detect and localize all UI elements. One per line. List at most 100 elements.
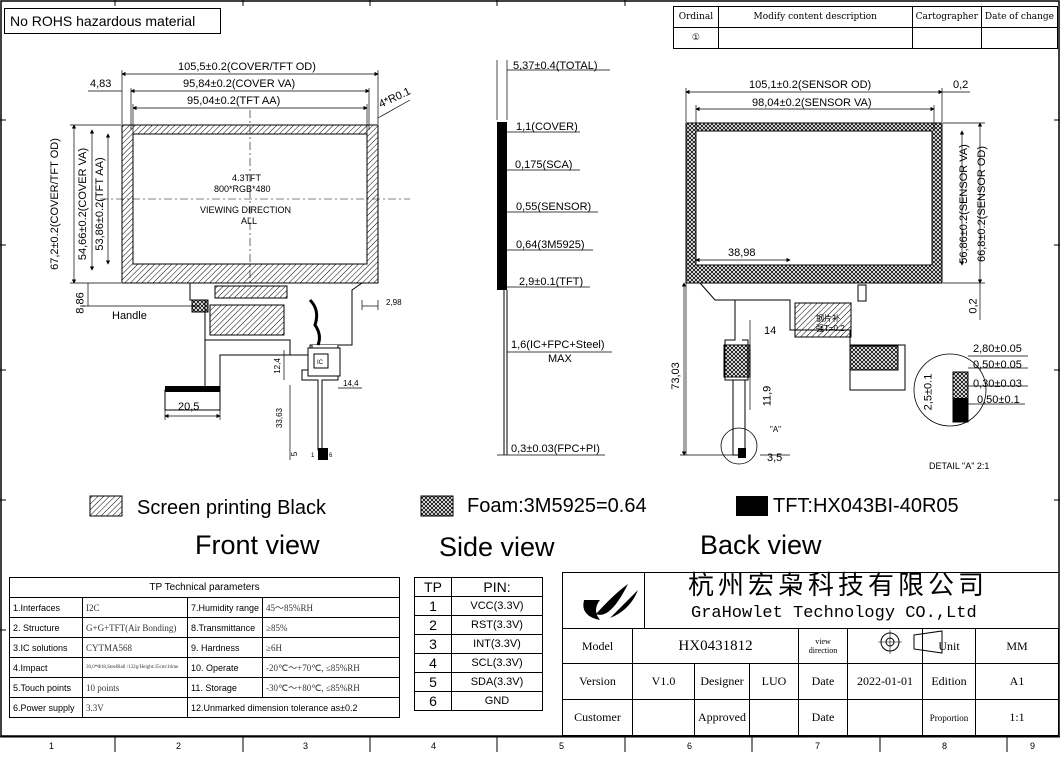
front-vdim-cover-va: 54,66±0.2(COVER VA) [77, 147, 89, 261]
side-tft: 2,9±0.1(TFT) [519, 276, 584, 288]
unit-value: MM [975, 628, 1059, 664]
front-dim-left: 4,83 [90, 78, 112, 90]
back-dim-7303: 73,03 [669, 362, 682, 390]
legend-foam: Foam:3M5925=0.64 [467, 495, 647, 517]
front-view-drawing [70, 70, 411, 460]
designer-label: Designer [694, 663, 750, 700]
detail-050b: 0,50±0.1 [977, 394, 1020, 406]
revision-table: Ordinal Modify content description Carto… [673, 6, 1059, 49]
view-dir-l1: view [815, 637, 831, 646]
projection-cell [847, 628, 923, 664]
back-sensor-od: 105,1±0.2(SENSOR OD) [749, 79, 872, 91]
back-dim-02b: 0,2 [967, 298, 980, 314]
pin-head-tp: TP [414, 577, 452, 597]
rev-modify [717, 27, 913, 49]
side-foam: 0,64(3M5925) [516, 239, 585, 251]
legend-foam-swatch [420, 495, 454, 517]
front-vdim-tft-aa: 53,86±0.2(TFT AA) [94, 157, 106, 251]
front-pin1: 1 [311, 453, 315, 459]
side-sca: 0,175(SCA) [515, 159, 573, 171]
detail-050a: 0,50±0.05 [973, 359, 1022, 371]
front-dim-tft-aa: 95,04±0.2(TFT AA) [187, 95, 281, 107]
rohs-notice: No ROHS hazardous material [10, 13, 196, 29]
tp-parameters-table: TP Technical parameters 1.Interfaces I2C… [9, 577, 400, 718]
unit-label: Unit [922, 628, 976, 664]
back-vdim-va: 56,86±0.2(SENSOR VA) [958, 144, 970, 264]
front-pin6: 6 [329, 453, 333, 459]
rev-cartographer [911, 27, 982, 49]
side-ic-line2: MAX [548, 353, 572, 365]
front-dim-124: 12,4 [272, 358, 282, 374]
back-steel-line2: 强T=0.2 [816, 324, 845, 333]
grid-number: 5 [559, 741, 565, 751]
model-value: HX0431812 [632, 628, 799, 664]
front-dim-cover-va: 95,84±0.2(COVER VA) [183, 78, 296, 90]
grid-number: 8 [942, 741, 948, 751]
front-dim-5: 5 [290, 451, 300, 457]
detail-label: DETAIL "A" 2:1 [929, 461, 990, 471]
legend-tft-swatch [736, 496, 768, 516]
front-center-line2: 800*RGB*480 [214, 184, 271, 194]
date2-value [847, 699, 923, 736]
back-vdim-od: 66,8±0.2(SENSOR OD) [976, 145, 988, 263]
front-dim-3363: 33,63 [275, 407, 285, 429]
back-dim-119: 11,9 [761, 385, 774, 407]
front-center-line3: VIEWING DIRECTION [200, 205, 292, 215]
legend-screen-printing: Screen printing Black [137, 497, 326, 519]
params-row: 2. Structure G+G+TFT(Air Bonding) 8.Tran… [9, 617, 400, 638]
side-fpc: 0,3±0.03(FPC+PI) [511, 443, 600, 455]
approved-value [749, 699, 799, 736]
rev-date [980, 27, 1059, 49]
date-value: 2022-01-01 [847, 663, 923, 700]
side-sensor: 0,55(SENSOR) [516, 201, 592, 213]
edition-label: Edition [922, 663, 976, 700]
front-dim-cover-od: 105,5±0.2(COVER/TFT OD) [178, 61, 316, 73]
grid-number: 3 [303, 741, 309, 751]
params-row: 6.Power supply 3.3V 12.Unmarked dimensio… [9, 697, 400, 718]
approved-label: Approved [694, 699, 750, 736]
grid-number: 6 [687, 741, 693, 751]
company-name-cn: 杭州宏枭科技有限公司 [688, 571, 989, 600]
back-view-title: Back view [700, 530, 822, 560]
view-dir-l2: direction [808, 646, 838, 655]
designer-value: LUO [749, 663, 799, 700]
front-view-title: Front view [195, 530, 320, 560]
legend-tft: TFT:HX043BI-40R05 [773, 495, 959, 517]
rev-ordinal: ① [673, 27, 719, 49]
front-dim-144: 14,4 [343, 379, 359, 388]
detail-030: 0,30±0.03 [973, 378, 1022, 390]
params-row: 1.Interfaces I2C 7.Humidity range 45～85%… [9, 597, 400, 618]
date2-label: Date [798, 699, 848, 736]
front-center-line1: 4.3TFT [232, 173, 262, 183]
rev-header-modify: Modify content description [717, 6, 913, 28]
legend-hatch-swatch [89, 495, 123, 517]
params-row: 3.IC solutions CYTMA568 9. Hardness ≥6H [9, 637, 400, 658]
pin-head-pin: PIN: [451, 577, 543, 597]
detail-25: 2,5±0.1 [922, 373, 935, 411]
params-title: TP Technical parameters [9, 577, 400, 598]
side-total: 5,37±0.4(TOTAL) [513, 60, 598, 72]
back-dim-02: 0,2 [953, 79, 969, 91]
side-ic-line1: 1,6(IC+FPC+Steel) [511, 339, 605, 351]
date-label: Date [798, 663, 848, 700]
customer-label: Customer [562, 699, 633, 736]
params-row: 5.Touch points 10 points 11. Storage -30… [9, 677, 400, 698]
grid-number: 2 [176, 741, 182, 751]
front-vdim-cover-od: 67,2±0.2(COVER/TFT OD) [49, 138, 61, 270]
grid-number: 9 [1030, 741, 1036, 751]
customer-value [632, 699, 695, 736]
company-name-en: GraHowlet Technology CO.,Ltd [691, 604, 977, 623]
rev-header-ordinal: Ordinal [673, 6, 719, 28]
version-value: V1.0 [632, 663, 695, 700]
params-row: 4.Impact 30,0*Φ18,SteelBall /132g/Height… [9, 657, 400, 678]
grid-number: 4 [431, 741, 437, 751]
grid-number: 7 [815, 741, 821, 751]
proportion-value: 1:1 [975, 699, 1059, 736]
